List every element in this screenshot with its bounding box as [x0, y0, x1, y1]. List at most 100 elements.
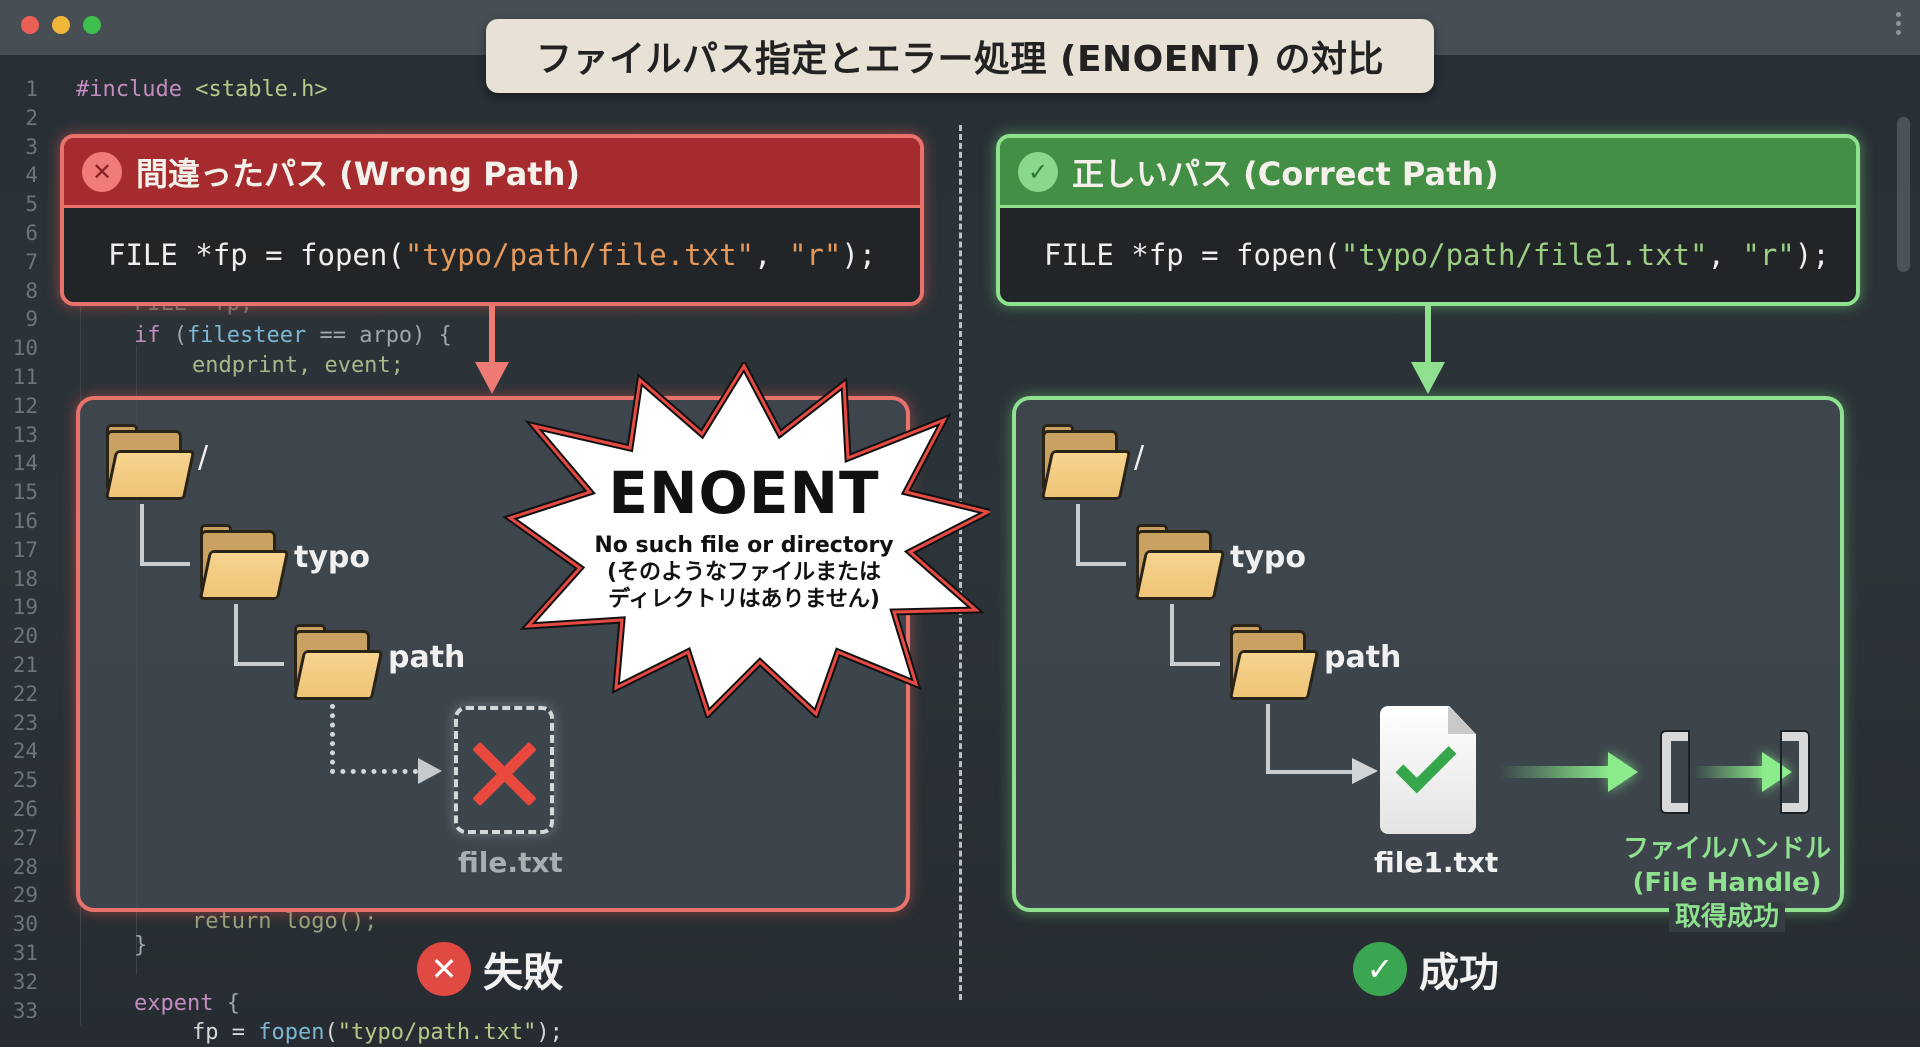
tree-dir-label: typo [294, 540, 370, 575]
handle-label-ja: ファイルハンドル [1622, 834, 1831, 864]
code-token: , [754, 238, 789, 272]
line-number: 28 [12, 854, 38, 879]
line-number: 4 [25, 163, 38, 188]
folder-icon [104, 424, 196, 502]
bracket-left-icon [1662, 732, 1688, 812]
line-number: 1 [25, 77, 38, 101]
line-number: 22 [12, 681, 38, 706]
line-number: 5 [25, 192, 38, 217]
line-number: 21 [12, 653, 38, 677]
folder-icon [198, 524, 290, 602]
correct-path-tree-panel: / typo path file1.txt ファイルハンドル (File Han… [1012, 396, 1844, 932]
line-number: 3 [25, 134, 38, 159]
line-number: 25 [12, 768, 38, 793]
code-token: "typo/path.txt" [337, 1020, 537, 1045]
code-token: filesteer [187, 323, 307, 348]
missing-file-label: file.txt [458, 846, 563, 879]
code-token: expent [134, 991, 214, 1016]
line-number: 26 [12, 797, 38, 821]
line-number: 15 [12, 480, 38, 505]
correct-path-code: FILE *fp = fopen("typo/path/file1.txt", … [1000, 208, 1856, 302]
line-number: 31 [12, 941, 38, 965]
line-number: 24 [12, 739, 38, 764]
line-number: 20 [12, 624, 38, 649]
code-line-33: fp = fopen("typo/path.txt"); [192, 1020, 563, 1045]
code-token: ( [160, 323, 187, 348]
check-circle-icon: ✓ [1018, 151, 1058, 192]
tree-dir-label: path [1324, 640, 1402, 675]
x-circle-icon: ✕ [417, 942, 471, 996]
error-burst-shape [502, 362, 990, 718]
code-mode-string: "r" [1742, 238, 1795, 272]
line-number: 23 [12, 710, 38, 735]
code-line-1: #include <stable.h> [76, 77, 328, 102]
x-circle-icon: ✕ [82, 151, 122, 192]
line-number: 7 [25, 249, 38, 274]
correct-path-title: 正しいパス (Correct Path) [1072, 154, 1499, 193]
line-number: 8 [25, 278, 38, 303]
line-number: 19 [12, 595, 38, 620]
bracket-right-icon [1782, 732, 1808, 812]
arrow-head [1762, 752, 1792, 792]
tree-connector-dotted [330, 704, 418, 774]
close-window-button[interactable] [21, 16, 39, 34]
code-token: == arpo) { [306, 323, 452, 348]
code-line-32: expent { [134, 991, 240, 1016]
code-token: <stable.h> [181, 77, 328, 102]
maximize-window-button[interactable] [83, 16, 101, 34]
correct-path-header: ✓ 正しいパス (Correct Path) [1000, 138, 1856, 208]
error-message: No such file or directory (そのようなファイルまたは … [498, 532, 990, 613]
status-success: ✓ 成功 [1353, 940, 1499, 998]
file-handle-label: ファイルハンドル (File Handle) 取得成功 [1592, 832, 1862, 934]
code-token: fopen [258, 1020, 325, 1045]
line-number: 2 [25, 105, 38, 130]
tree-connector [1266, 704, 1354, 774]
line-number: 32 [12, 969, 38, 994]
error-message-ja: (そのようなファイルまたは [606, 560, 882, 585]
status-success-label: 成功 [1419, 950, 1499, 996]
file-fold [1448, 706, 1476, 734]
line-number: 13 [12, 422, 38, 447]
tree-root-label: / [1134, 440, 1145, 475]
folder-icon [292, 624, 384, 702]
code-line-10: endprint, event; [192, 353, 404, 378]
arrow-down-icon [475, 306, 509, 394]
arrow-right-icon [1352, 758, 1378, 784]
line-number: 33 [12, 998, 38, 1023]
error-code: ENOENT [608, 459, 880, 527]
code-path-string: "typo/path/file1.txt" [1340, 238, 1708, 272]
code-mode-string: "r" [788, 238, 842, 272]
code-token: ); [1794, 238, 1830, 272]
file-icon [1380, 706, 1476, 834]
line-number: 11 [12, 365, 38, 389]
found-file-label: file1.txt [1374, 846, 1499, 879]
line-number: 16 [12, 509, 38, 533]
vertical-scrollbar[interactable] [1897, 117, 1910, 272]
folder-icon [1040, 424, 1132, 502]
code-token: ); [841, 238, 877, 272]
checkmark-icon [1395, 732, 1457, 794]
minimize-window-button[interactable] [52, 16, 70, 34]
title-banner: ファイルパス指定とエラー処理 (ENOENT) の対比 [486, 19, 1434, 93]
arrow-right-icon [1694, 766, 1766, 778]
line-number: 17 [12, 537, 38, 562]
tree-connector [234, 604, 284, 666]
x-icon [468, 738, 540, 810]
line-number: 29 [12, 883, 38, 908]
line-number: 30 [12, 912, 38, 937]
handle-label-en: (File Handle) [1632, 868, 1822, 898]
kebab-menu-icon[interactable] [1894, 12, 1902, 35]
folder-icon [1134, 524, 1226, 602]
tree-connector [1170, 604, 1220, 666]
line-number: 9 [25, 307, 38, 332]
wrong-path-code: FILE *fp = fopen("typo/path/file.txt", "… [64, 208, 920, 302]
tree-dir-label: typo [1230, 540, 1306, 575]
missing-file-icon [454, 706, 554, 834]
status-fail: ✕ 失敗 [417, 940, 563, 998]
code-line-30: } [134, 933, 148, 958]
tree-connector [140, 504, 190, 566]
line-number: 12 [12, 393, 38, 418]
code-token: FILE *fp = fopen( [108, 238, 405, 272]
wrong-path-header: ✕ 間違ったパス (Wrong Path) [64, 138, 920, 208]
